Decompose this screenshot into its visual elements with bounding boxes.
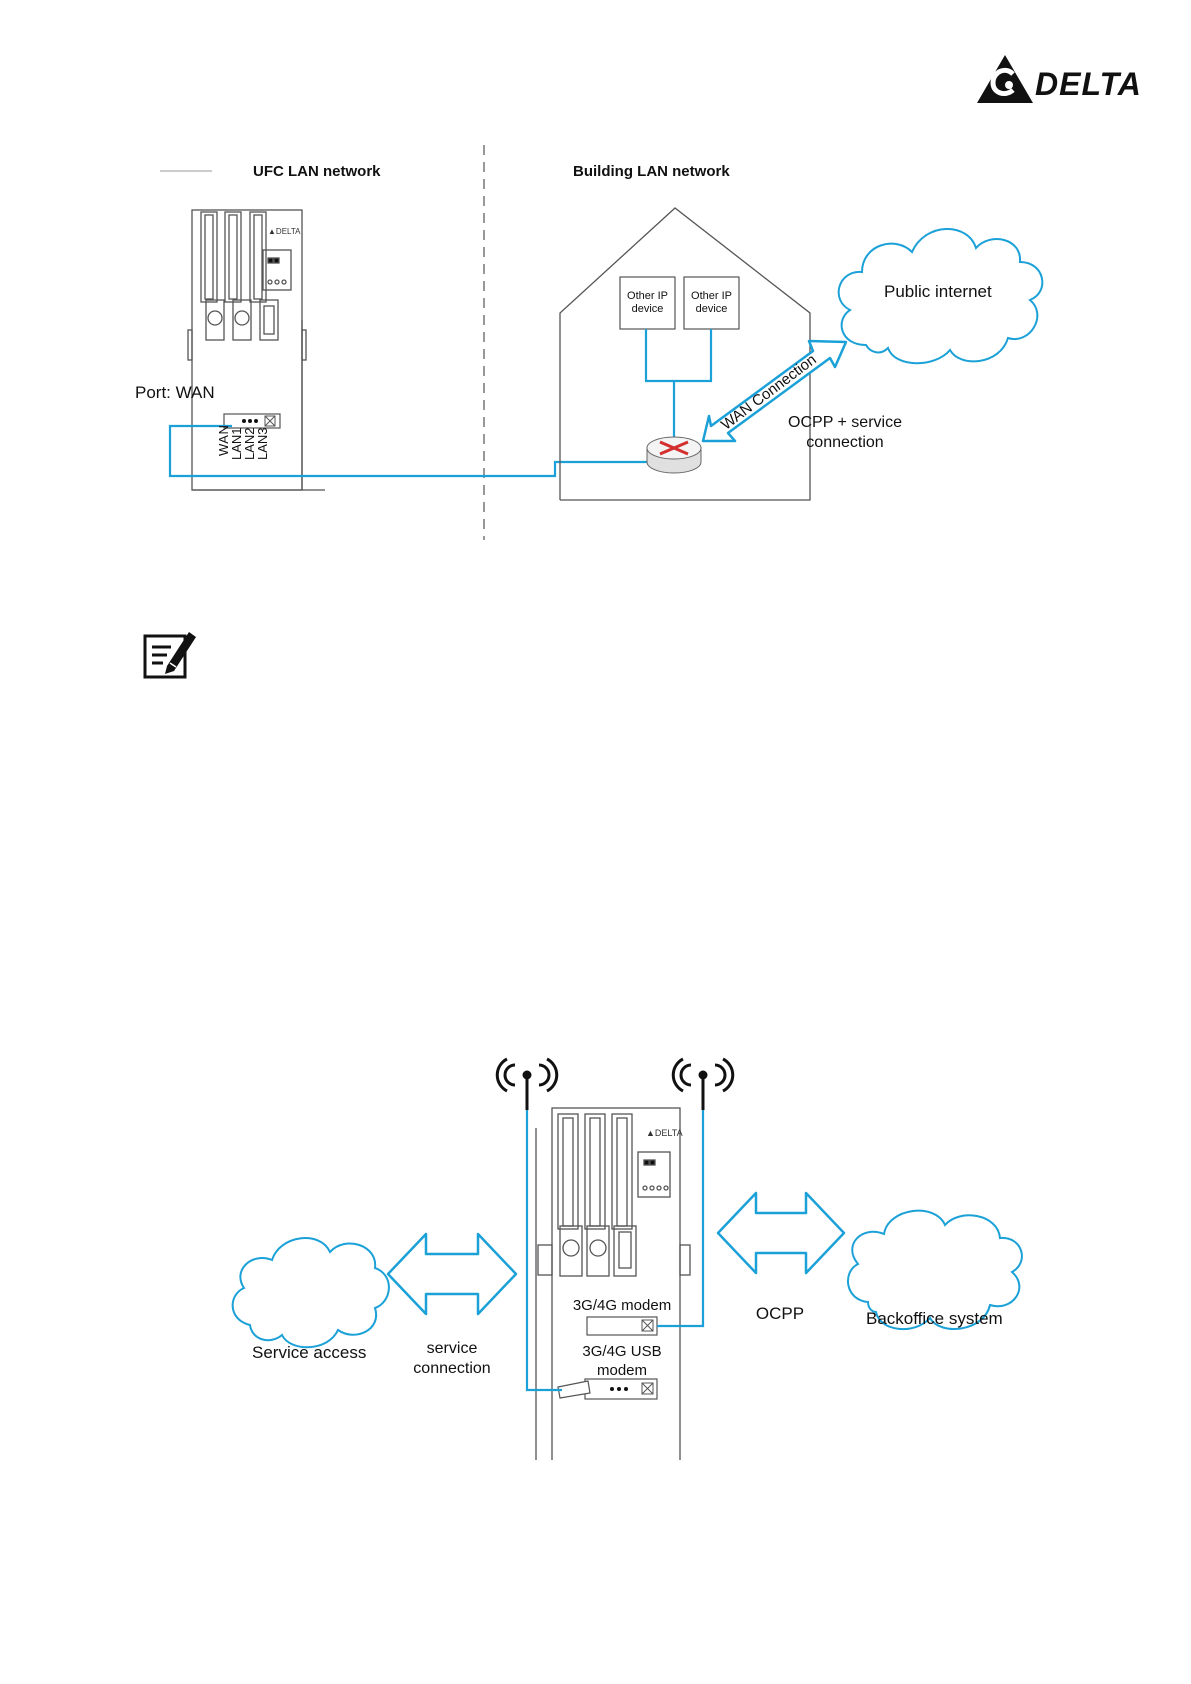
charger-cabinet-2: ▲DELTA — [520, 1108, 710, 1460]
antenna-icon-right — [673, 1059, 733, 1110]
public-internet-label: Public internet — [884, 282, 992, 302]
modem-label: 3G/4G modem — [562, 1297, 682, 1314]
svg-text:▲DELTA: ▲DELTA — [646, 1128, 683, 1138]
ocpp-label: OCPP — [742, 1304, 818, 1324]
ocpp-arrow — [718, 1193, 844, 1273]
usb-modem-line2: modem — [562, 1362, 682, 1379]
usb-antenna-cable — [527, 1110, 562, 1390]
antenna-icon — [497, 1059, 557, 1110]
ocpp-service-line1: OCPP + service — [780, 414, 910, 432]
service-arrow — [388, 1234, 516, 1314]
other-ip-device-2: Other IP device — [686, 290, 737, 316]
svg-text:▲DELTA: ▲DELTA — [268, 227, 301, 236]
router-icon — [647, 437, 701, 473]
service-connection-line2: connection — [402, 1360, 502, 1378]
ocpp-service-line2: connection — [780, 434, 910, 452]
service-connection-line1: service — [402, 1340, 502, 1358]
port-wan-label: Port: WAN — [135, 383, 215, 403]
service-access-label: Service access — [252, 1343, 366, 1363]
note-icon — [143, 628, 197, 680]
port-label-lan3: LAN3 — [255, 427, 270, 460]
ufc-lan-title: UFC LAN network — [253, 163, 381, 180]
figure1-drawing: ▲DELTA — [0, 0, 1191, 560]
backoffice-label: Backoffice system — [866, 1309, 1003, 1329]
note-pencil-icon — [143, 628, 197, 680]
service-access-cloud — [233, 1238, 389, 1347]
usb-modem-line1: 3G/4G USB — [562, 1343, 682, 1360]
other-ip-device-1: Other IP device — [622, 290, 673, 316]
figure-cellular-network: ▲DELTA Service access service — [0, 1040, 1191, 1460]
figure-wan-network: ▲DELTA — [0, 0, 1191, 560]
building-lan-title: Building LAN network — [573, 163, 730, 180]
figure2-drawing: ▲DELTA — [0, 1040, 1191, 1460]
